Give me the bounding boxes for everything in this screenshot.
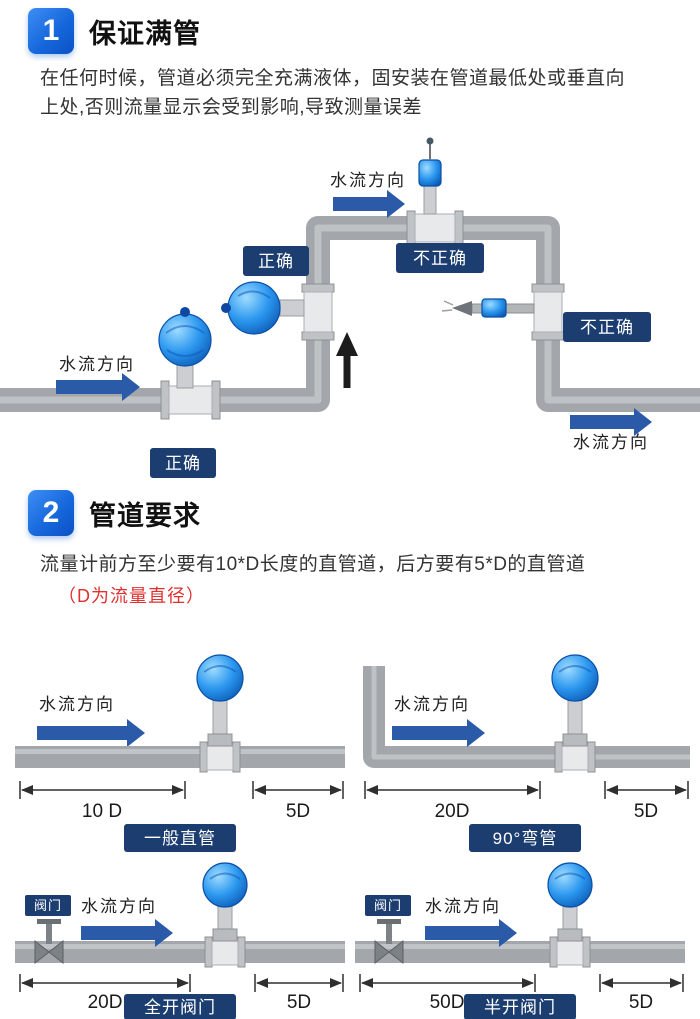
svg-text:20D: 20D bbox=[88, 992, 123, 1013]
svg-text:水流方向: 水流方向 bbox=[39, 695, 115, 714]
flow-arrow-right-icon bbox=[570, 408, 652, 436]
svg-text:50D: 50D bbox=[430, 992, 465, 1013]
flowmeter-side-probe bbox=[441, 283, 565, 341]
section2-header: 2 管道要求 bbox=[28, 490, 201, 536]
flowmeter bbox=[196, 654, 244, 773]
flow-arrow-right-icon bbox=[81, 919, 173, 947]
svg-text:5D: 5D bbox=[629, 992, 653, 1013]
svg-text:全开阀门: 全开阀门 bbox=[144, 998, 216, 1017]
flow-arrow-right-icon bbox=[425, 919, 517, 947]
svg-text:阀门: 阀门 bbox=[34, 898, 62, 913]
diagram-90-bend: 水流方向 20D 5D 90°弯管 bbox=[363, 654, 690, 852]
section1-title: 保证满管 bbox=[89, 18, 201, 49]
svg-text:正确: 正确 bbox=[165, 454, 201, 473]
svg-text:5D: 5D bbox=[286, 801, 310, 822]
pipe bbox=[15, 746, 345, 768]
caption: 半开阀门 bbox=[464, 994, 576, 1019]
caption: 全开阀门 bbox=[124, 994, 236, 1019]
pipe bbox=[355, 941, 685, 963]
svg-text:不正确: 不正确 bbox=[413, 249, 467, 268]
dimension-front: 10 D bbox=[19, 781, 186, 822]
flow-arrow-right-icon bbox=[56, 373, 140, 401]
section1-description: 在任何时候，管道必须完全充满液体，固安装在管道最低处或垂直向上处,否则流量显示会… bbox=[40, 68, 626, 119]
section1-header: 1 保证满管 bbox=[28, 8, 201, 54]
svg-text:水流方向: 水流方向 bbox=[81, 897, 157, 916]
svg-text:10 D: 10 D bbox=[82, 801, 122, 822]
flow-arrow-right-icon bbox=[333, 190, 405, 218]
svg-text:20D: 20D bbox=[435, 801, 470, 822]
flow-direction: 水流方向 bbox=[392, 695, 485, 747]
svg-text:水流方向: 水流方向 bbox=[425, 897, 501, 916]
caption: 90°弯管 bbox=[469, 824, 581, 852]
section1-number-badge: 1 bbox=[28, 8, 74, 54]
valve bbox=[34, 919, 64, 965]
up-flow-arrow bbox=[336, 332, 358, 388]
flowmeter bbox=[551, 654, 599, 773]
flowmeter bbox=[547, 862, 593, 968]
dimension-front: 20D bbox=[364, 781, 541, 822]
valve-label: 阀门 bbox=[365, 895, 411, 916]
flow-direction: 水流方向 bbox=[425, 897, 517, 947]
dimension-front: 50D bbox=[359, 974, 536, 1013]
diagram-straight-pipe: 水流方向 10 D 5D bbox=[15, 654, 345, 852]
svg-text:半开阀门: 半开阀门 bbox=[484, 998, 556, 1017]
section2-note: （D为流量直径） bbox=[58, 586, 205, 606]
label-incorrect-top: 不正确 bbox=[396, 243, 484, 273]
dimension-back: 5D bbox=[599, 974, 684, 1013]
flow-direction-top: 水流方向 bbox=[330, 171, 406, 218]
svg-text:不正确: 不正确 bbox=[580, 318, 634, 337]
valve-label: 阀门 bbox=[25, 895, 71, 916]
section2-title: 管道要求 bbox=[89, 500, 201, 531]
flow-direction: 水流方向 bbox=[37, 695, 145, 747]
section2-number-badge: 2 bbox=[28, 490, 74, 536]
flow-direction-left-label: 水流方向 bbox=[59, 355, 135, 374]
valve bbox=[374, 919, 404, 965]
full-pipe-diagram: 水流方向 水流方向 水流方向 正确 不正确 不正确 正确 bbox=[0, 137, 700, 478]
section2-description: 流量计前方至少要有10*D长度的直管道，后方要有5*D的直管道 bbox=[40, 554, 586, 575]
flowmeter-left bbox=[158, 307, 221, 420]
diagram-open-valve: 阀门 水流方向 20D 5D 全开阀门 bbox=[15, 862, 345, 1019]
svg-text:5D: 5D bbox=[634, 801, 658, 822]
dimension-front: 20D bbox=[19, 974, 191, 1013]
caption: 一般直管 bbox=[124, 824, 236, 852]
flowmeter-top-probe bbox=[406, 137, 464, 246]
flow-direction: 水流方向 bbox=[81, 897, 173, 947]
flow-direction-left: 水流方向 bbox=[56, 355, 140, 401]
dimension-back: 5D bbox=[254, 974, 344, 1013]
flow-direction-right: 水流方向 bbox=[570, 408, 652, 452]
dimension-back: 5D bbox=[252, 781, 344, 822]
flow-direction-top-label: 水流方向 bbox=[330, 171, 406, 190]
flow-arrow-right-icon bbox=[37, 719, 145, 747]
svg-text:水流方向: 水流方向 bbox=[394, 695, 470, 714]
diagram-half-open-valve: 阀门 水流方向 50D 5D 半开阀门 bbox=[355, 862, 685, 1019]
svg-text:一般直管: 一般直管 bbox=[144, 829, 216, 848]
flowmeter bbox=[202, 862, 248, 968]
flow-arrow-right-icon bbox=[392, 719, 485, 747]
svg-text:90°弯管: 90°弯管 bbox=[493, 829, 558, 848]
svg-text:5D: 5D bbox=[287, 992, 311, 1013]
flow-direction-right-label: 水流方向 bbox=[573, 433, 649, 452]
flowmeter-riser bbox=[221, 281, 335, 341]
label-correct-riser: 正确 bbox=[243, 246, 309, 276]
label-correct-left: 正确 bbox=[150, 448, 216, 478]
label-incorrect-right: 不正确 bbox=[563, 312, 651, 342]
dimension-back: 5D bbox=[604, 781, 689, 822]
pipe bbox=[15, 941, 345, 963]
svg-text:正确: 正确 bbox=[258, 252, 294, 271]
svg-text:阀门: 阀门 bbox=[374, 898, 402, 913]
